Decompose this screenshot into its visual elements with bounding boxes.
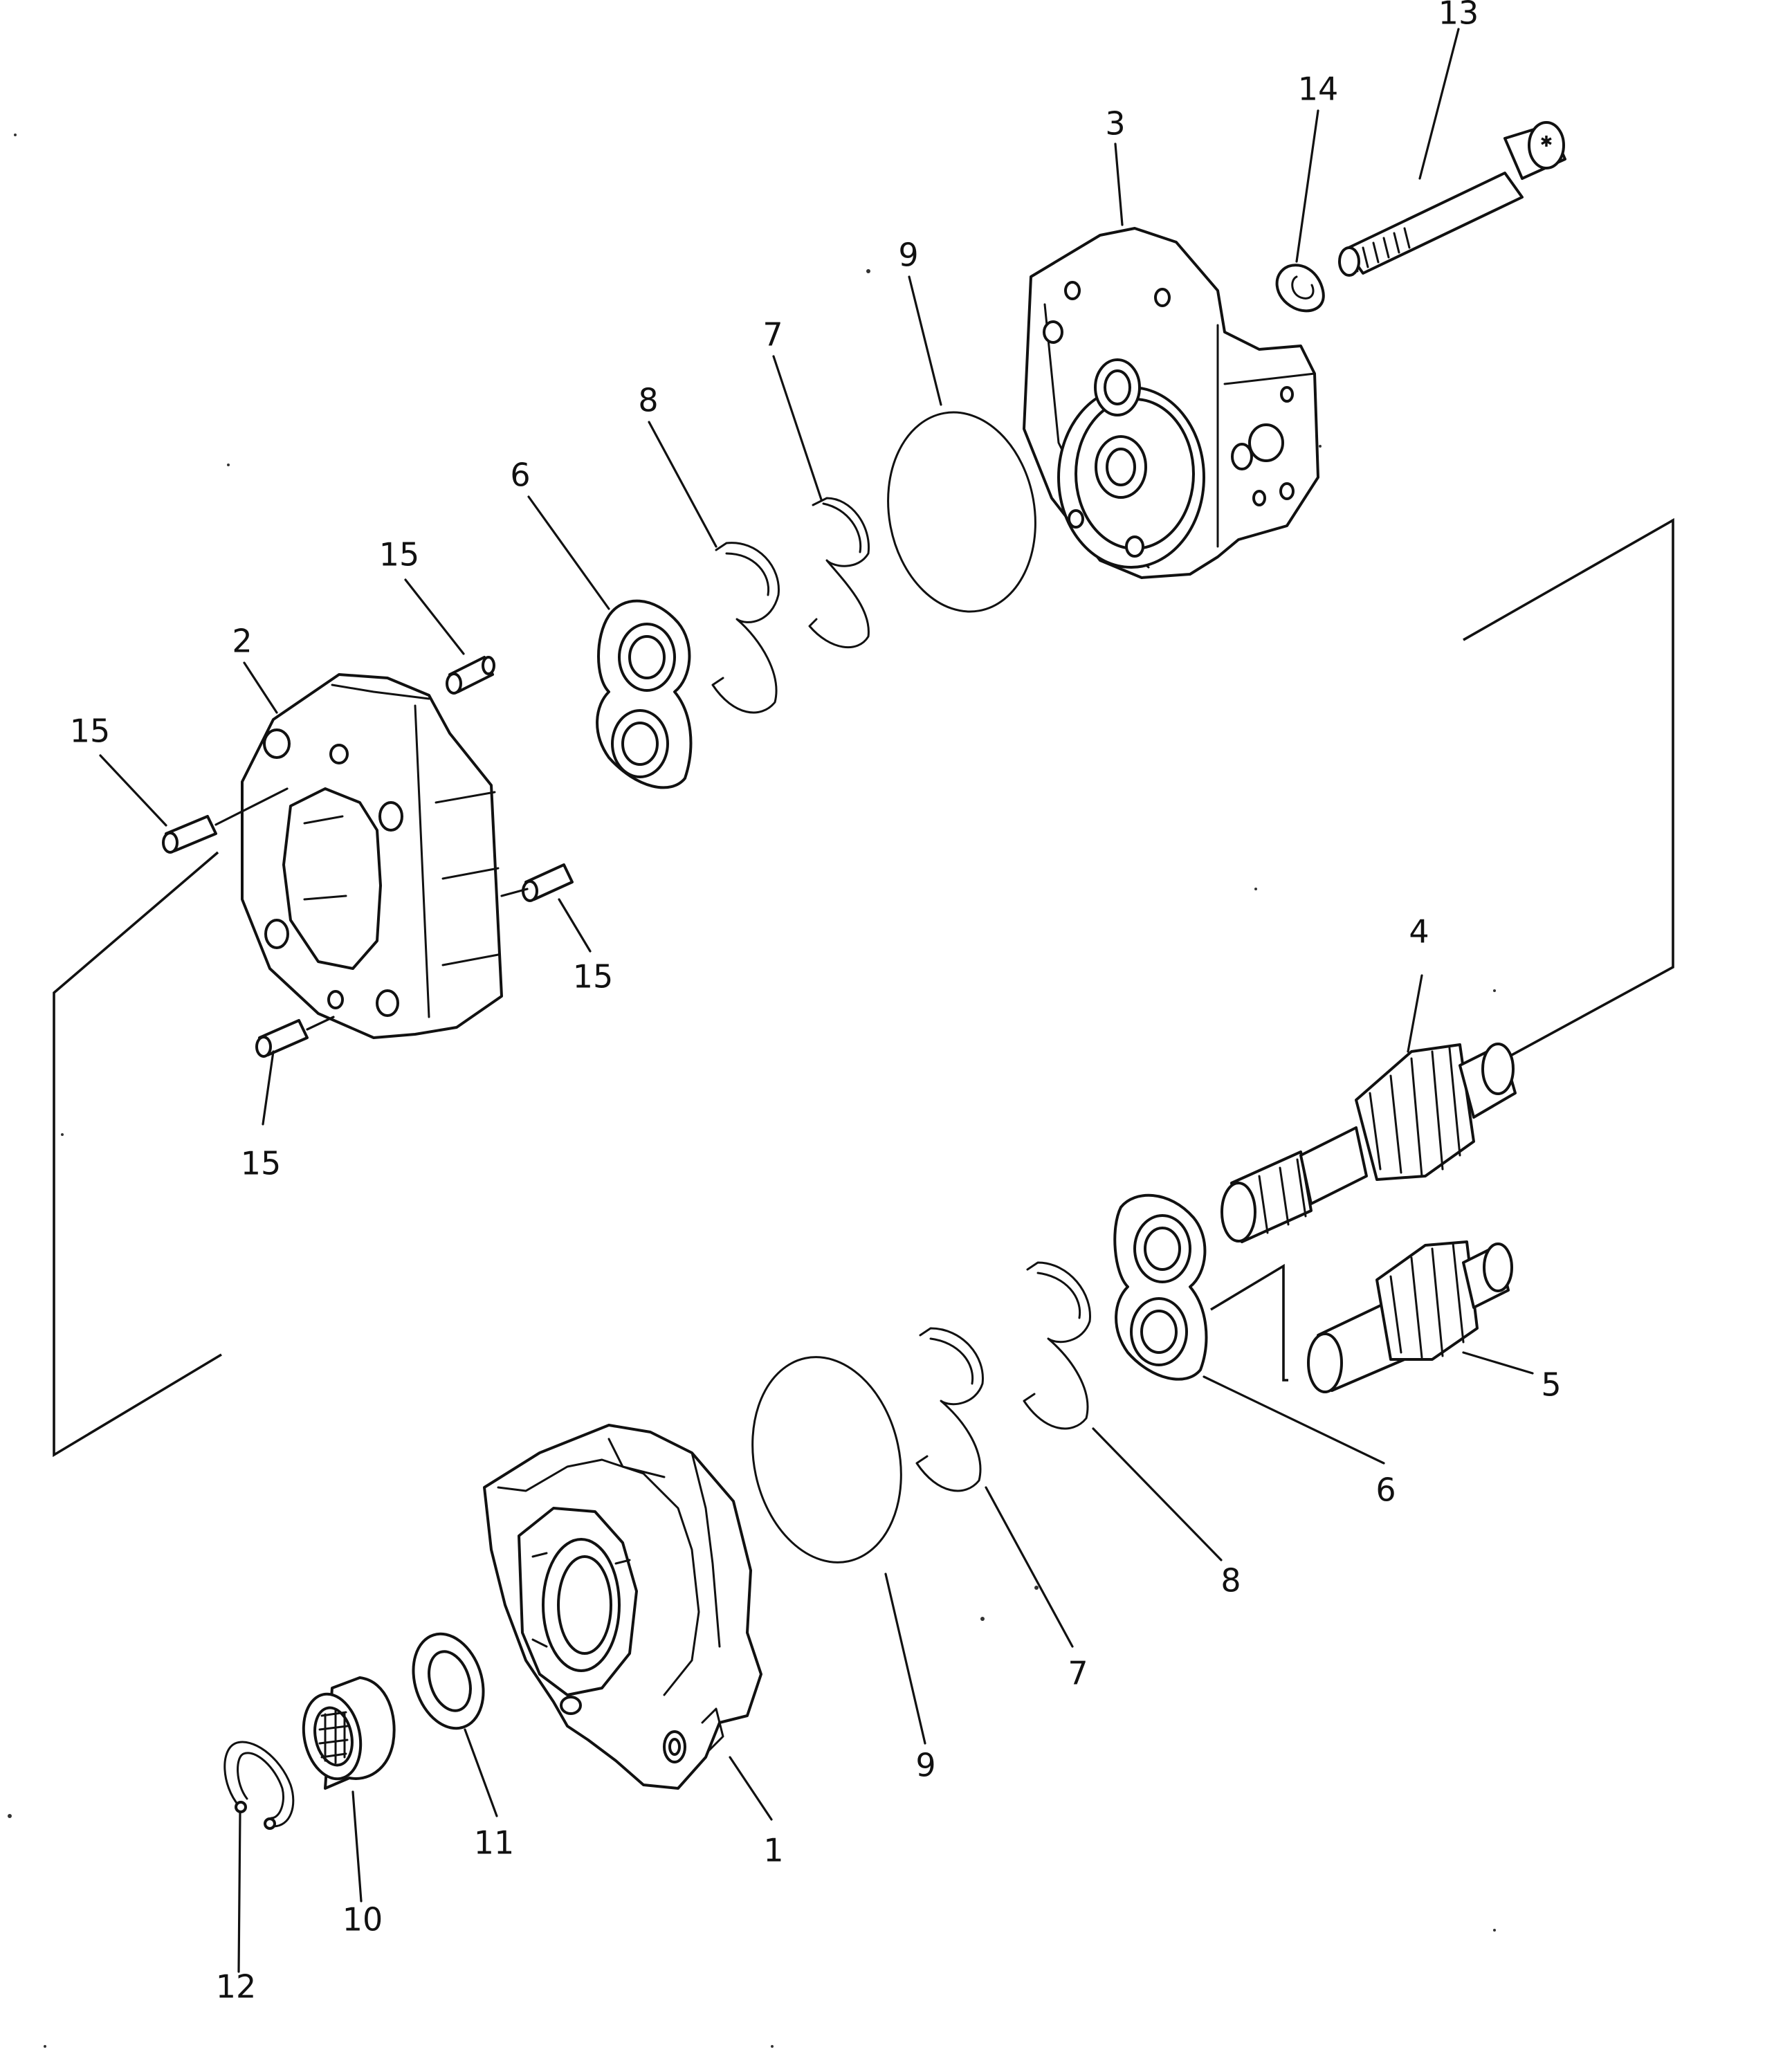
callout-15-right: 15 — [573, 958, 614, 996]
callout-14: 14 — [1298, 71, 1339, 108]
pump-body-part-2 — [241, 673, 503, 1039]
callout-8-top: 8 — [638, 382, 658, 419]
callout-12: 12 — [216, 1968, 257, 2006]
bushing-plate-part-6-bottom — [1113, 1193, 1208, 1381]
callout-15-top: 15 — [379, 536, 420, 574]
seal-part-8-bottom — [1023, 1261, 1091, 1430]
callout-2: 2 — [232, 623, 252, 660]
assembly-bracket-right — [1463, 517, 1674, 1056]
o-ring-part-9-top — [887, 411, 1036, 613]
rear-cover-part-3 — [1023, 227, 1319, 579]
dowel-pin-part-15-top — [446, 656, 495, 695]
callout-6-bottom: 6 — [1375, 1471, 1396, 1509]
callout-5: 5 — [1541, 1366, 1561, 1404]
callout-7-bottom: 7 — [1068, 1655, 1088, 1692]
driven-gear-part-5 — [1307, 1240, 1513, 1393]
front-cover-part-1 — [483, 1424, 762, 1790]
scan-specks — [8, 134, 1496, 2048]
assembly-bracket-left — [53, 851, 222, 1458]
callout-7-top: 7 — [762, 316, 783, 354]
callout-3: 3 — [1105, 105, 1125, 143]
callout-1: 1 — [763, 1832, 783, 1869]
washer-part-11 — [412, 1632, 485, 1730]
svg-text:✱: ✱ — [1540, 134, 1553, 151]
callout-15-left: 15 — [70, 713, 111, 750]
o-ring-part-9-bottom — [751, 1356, 902, 1564]
seal-part-7-bottom — [915, 1327, 984, 1492]
dowel-pin-part-15-bottom — [255, 1019, 309, 1058]
seal-part-8-top — [711, 542, 780, 714]
bearing-part-10 — [302, 1676, 396, 1790]
washer-part-14 — [1275, 264, 1325, 313]
drive-gear-shaft-part-4 — [1220, 1043, 1517, 1243]
bolt-part-13: ✱ — [1338, 121, 1566, 277]
callout-4: 4 — [1409, 913, 1429, 951]
callout-13: 13 — [1438, 0, 1479, 32]
bushing-plate-part-6-top — [596, 599, 693, 789]
dowel-pin-part-15-right — [522, 863, 574, 902]
callout-10: 10 — [342, 1901, 383, 1938]
callout-9-top: 9 — [898, 237, 918, 274]
snap-ring-part-12 — [223, 1741, 295, 1830]
dowel-pin-part-15-left — [162, 815, 217, 854]
seal-part-7-top — [808, 497, 870, 648]
assembly-bracket-small — [1210, 1263, 1288, 1382]
callout-8-bottom: 8 — [1220, 1562, 1241, 1599]
callout-15-bottom: 15 — [241, 1145, 282, 1182]
callout-9-bottom: 9 — [915, 1747, 935, 1784]
callout-6-top: 6 — [510, 457, 530, 494]
callout-11: 11 — [474, 1824, 515, 1862]
